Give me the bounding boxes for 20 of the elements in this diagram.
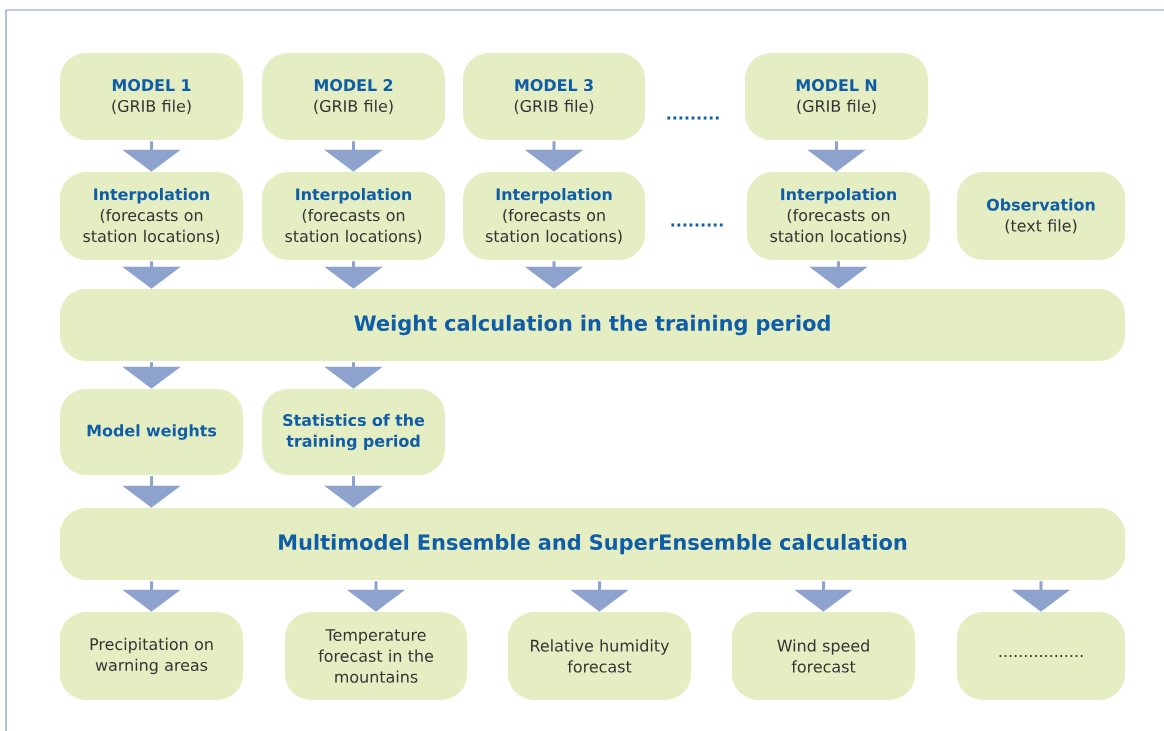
process-box: Weight calculation in the training period (60, 289, 1125, 361)
ellipsis-dots: ......... (671, 223, 723, 227)
process-box: MODEL 1 (GRIB file) (60, 53, 243, 140)
process-box: Interpolation (forecasts on station locations) (747, 172, 930, 260)
process-box: Relative humidity forecast (508, 612, 691, 700)
process-box: Temperature forecast in the mountains (285, 612, 467, 700)
process-box: ................. (957, 612, 1125, 700)
process-box: Multimodel Ensemble and SuperEnsemble calculation (60, 508, 1125, 580)
process-box: MODEL N (GRIB file) (745, 53, 928, 140)
process-box: Interpolation (forecasts on station locations) (463, 172, 645, 260)
process-box: Statistics of the training period (262, 389, 445, 475)
ellipsis-dots: ......... (667, 116, 719, 120)
process-box: MODEL 2 (GRIB file) (262, 53, 445, 140)
process-box: Interpolation (forecasts on station locations) (60, 172, 243, 260)
process-box: Observation (text file) (957, 172, 1125, 260)
process-box: Model weights (60, 389, 243, 475)
process-box: Interpolation (forecasts on station locations) (262, 172, 445, 260)
process-box: Wind speed forecast (732, 612, 915, 700)
process-box: Precipitation on warning areas (60, 612, 243, 700)
process-box: MODEL 3 (GRIB file) (463, 53, 645, 140)
